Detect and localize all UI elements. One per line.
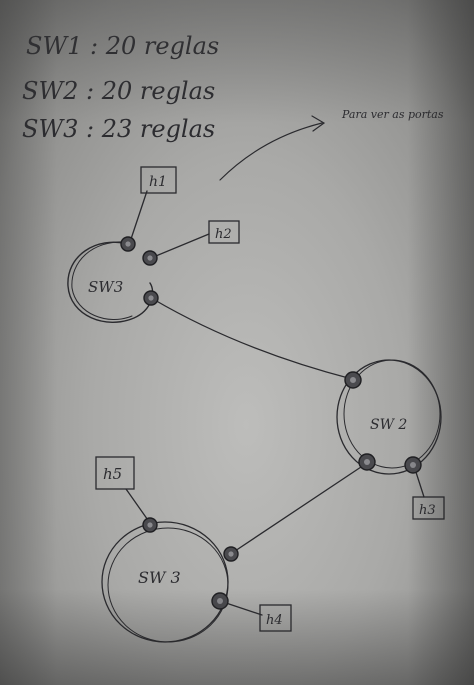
host-label-h1: h1 — [149, 174, 167, 190]
note-sw3: SW3 : 23 reglas — [22, 115, 215, 143]
switch-label-bottom: SW 3 — [138, 568, 181, 587]
link-sw2-swbottom — [231, 462, 368, 554]
rule-notes: SW1 : 20 reglas SW2 : 20 reglas SW3 : 23… — [22, 32, 219, 143]
host-h4: h4 — [259, 604, 292, 632]
ports — [120, 236, 422, 610]
switch-sw3-top: SW3 — [67, 241, 154, 323]
host-label-h4: h4 — [266, 613, 283, 628]
port-icon — [404, 456, 422, 474]
annotation: Para ver as portas — [219, 108, 444, 181]
host-h5: h5 — [95, 456, 135, 490]
port-icon — [143, 290, 159, 306]
note-sw1: SW1 : 20 reglas — [26, 32, 219, 60]
host-h1: h1 — [140, 166, 177, 194]
switch-sw2: SW 2 — [336, 359, 442, 475]
port-icon — [223, 546, 239, 562]
host-label-h5: h5 — [103, 465, 122, 483]
link-sw3-h2 — [150, 233, 210, 259]
switch-label-top: SW3 — [88, 278, 123, 296]
host-h2: h2 — [208, 220, 240, 244]
annotation-text: Para ver as portas — [341, 108, 444, 121]
port-icon — [142, 250, 158, 266]
switch-sw3-bottom: SW 3 — [101, 521, 229, 643]
link-sw3-sw2 — [152, 298, 353, 380]
annotation-arrow-shaft — [219, 122, 323, 181]
link-swbottom-h5 — [125, 488, 151, 524]
note-sw2: SW2 : 20 reglas — [22, 77, 215, 105]
port-icon — [211, 592, 229, 610]
port-icon — [344, 371, 362, 389]
link-sw3-h1 — [129, 190, 148, 243]
port-icon — [142, 517, 158, 533]
port-icon — [358, 453, 376, 471]
host-label-h3: h3 — [419, 503, 436, 518]
host-label-h2: h2 — [215, 227, 232, 242]
host-h3: h3 — [412, 496, 445, 520]
annotation-arrow-head — [311, 115, 326, 132]
links — [125, 190, 425, 616]
switch-label-right: SW 2 — [370, 417, 407, 433]
port-icon — [120, 236, 136, 252]
